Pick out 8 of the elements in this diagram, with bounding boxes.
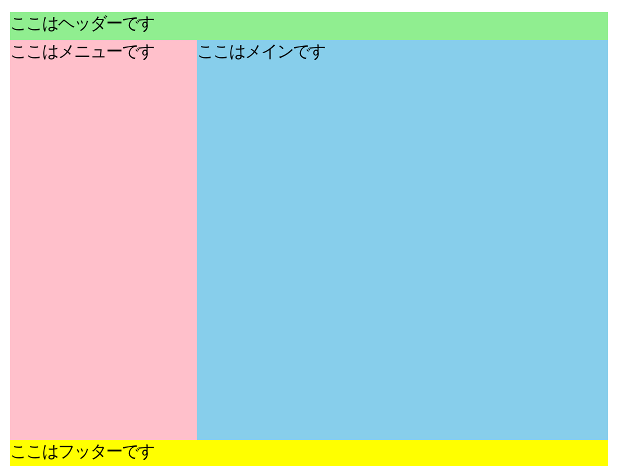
menu-label: ここはメニューです bbox=[10, 41, 155, 64]
main-panel bbox=[197, 40, 608, 440]
header-label: ここはヘッダーです bbox=[10, 13, 155, 36]
header-band bbox=[10, 12, 608, 40]
footer-band bbox=[10, 440, 608, 466]
footer-label: ここはフッターです bbox=[10, 441, 155, 464]
main-label: ここはメインです bbox=[197, 41, 326, 64]
menu-panel bbox=[10, 40, 197, 440]
